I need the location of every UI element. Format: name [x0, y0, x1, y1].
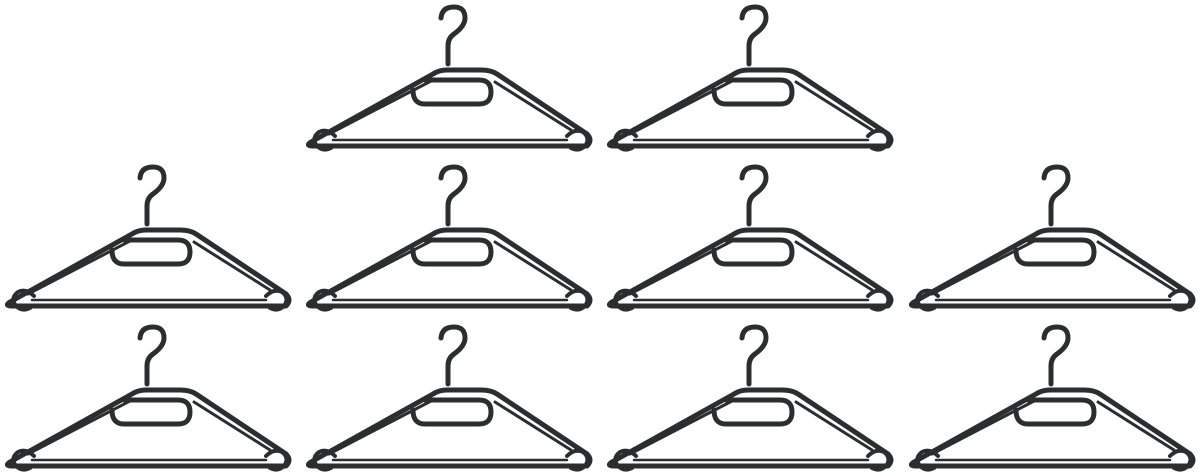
hanger-8 [308, 327, 590, 470]
hanger-10 [911, 327, 1193, 470]
hanger-3 [7, 167, 289, 310]
hanger-5 [609, 167, 891, 310]
hanger-9 [609, 327, 891, 470]
hanger-1 [308, 7, 590, 150]
hanger-6 [911, 167, 1193, 310]
hanger-2 [609, 7, 891, 150]
hanger-grid [7, 7, 1193, 470]
hanger-7 [7, 327, 289, 470]
hanger-4 [308, 167, 590, 310]
